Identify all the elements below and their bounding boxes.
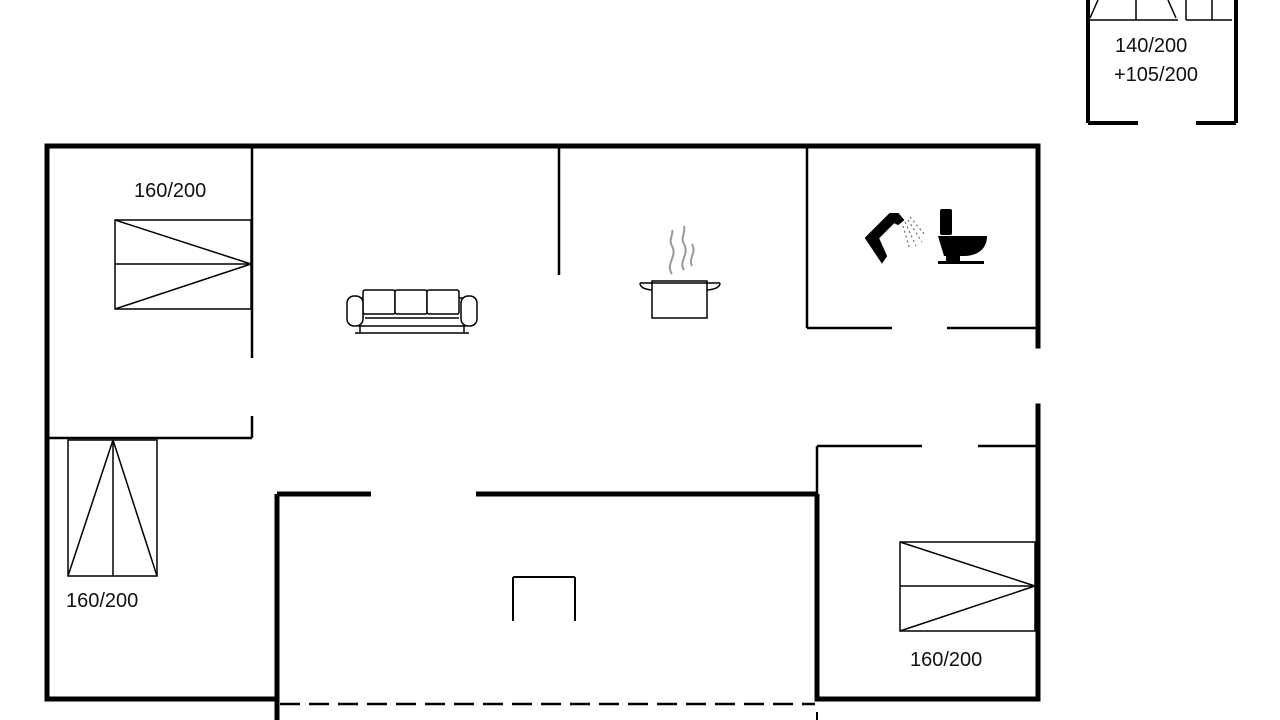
annex-bunk-bed xyxy=(1089,0,1232,21)
annex-extra-bed-label: +105/200 xyxy=(1114,64,1198,86)
inner-walls xyxy=(47,146,1038,494)
annex-bed-label: 140/200 xyxy=(1115,35,1188,57)
bed-bottom-left xyxy=(67,439,158,577)
top-left-bed-label: 160/200 xyxy=(134,180,207,202)
cooking-pot-icon xyxy=(639,225,721,319)
bed-bottom-right xyxy=(899,541,1036,632)
bed-top-left xyxy=(114,219,252,310)
outer-walls xyxy=(44,143,1041,702)
annex-walls xyxy=(1086,0,1238,125)
bottom-left-bed-label: 160/200 xyxy=(66,590,139,612)
bottom-right-bed-label: 160/200 xyxy=(910,649,983,671)
shower-icon xyxy=(864,213,927,264)
terrace-walls xyxy=(274,491,820,720)
toilet-icon xyxy=(938,209,987,264)
fireplace-icon xyxy=(512,576,576,621)
sofa-icon xyxy=(346,289,478,334)
